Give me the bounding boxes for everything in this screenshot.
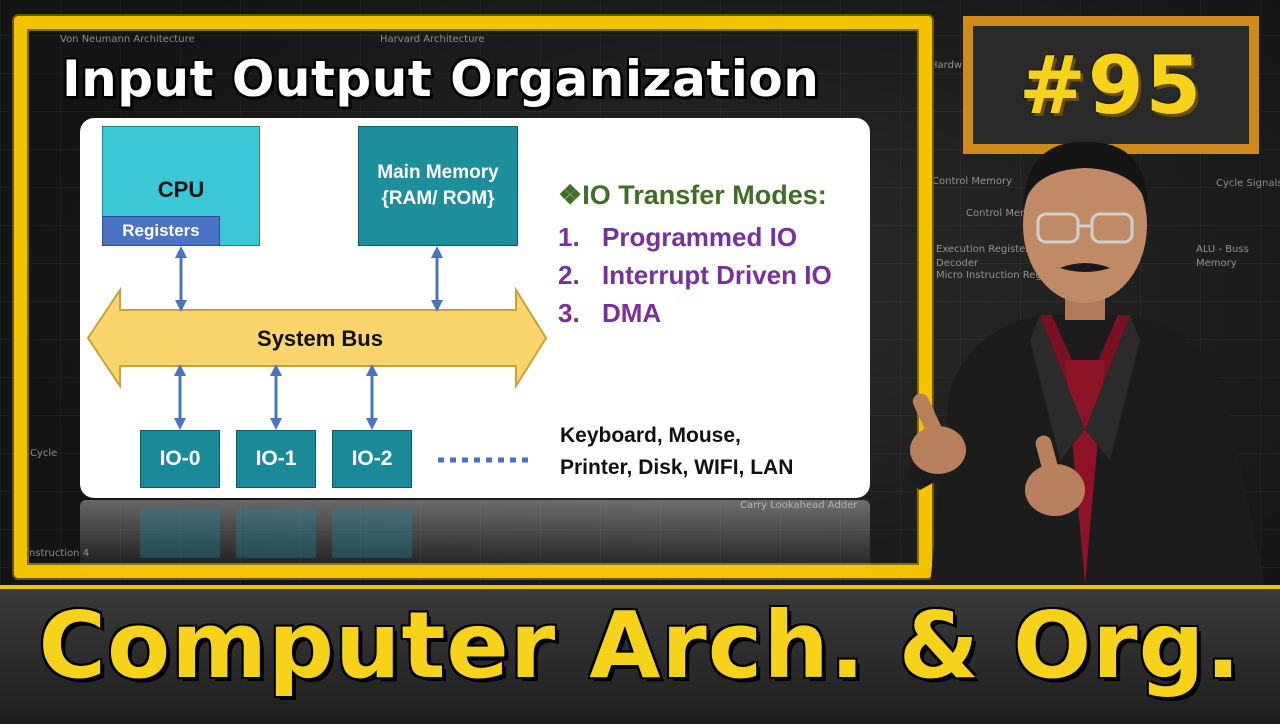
- memory-type-label: {RAM/ ROM}: [381, 188, 495, 209]
- episode-badge: #95: [963, 16, 1259, 154]
- bottom-banner: [0, 585, 1280, 724]
- episode-number: #95: [1018, 38, 1204, 132]
- io-0-label: IO-0: [159, 447, 201, 470]
- io-device-examples: Keyboard, Mouse,: [560, 424, 741, 447]
- io-mode-label: DMA: [602, 298, 662, 328]
- io-mode-label: Interrupt Driven IO: [602, 260, 832, 290]
- series-title: Computer Arch. & Org.: [38, 592, 1242, 699]
- main-memory-box: Main Memory {RAM/ ROM}: [358, 126, 518, 246]
- memory-label: Main Memory: [377, 162, 499, 183]
- io-mode-number: 3.: [558, 298, 580, 328]
- registers-box: Registers: [102, 216, 220, 246]
- io-mode-label: Programmed IO: [602, 222, 798, 252]
- io-mode-number: 1.: [558, 222, 580, 252]
- diagram-card: CPU Registers Main Memory {RAM/ ROM} Sys…: [80, 118, 870, 498]
- io-device-examples: Printer, Disk, WIFI, LAN: [560, 456, 794, 479]
- diagram-connectors: [86, 246, 548, 463]
- cpu-label: CPU: [157, 177, 205, 202]
- system-bus-arrow: [86, 286, 548, 390]
- system-bus-label: System Bus: [257, 326, 383, 351]
- io-2-box: IO-2: [332, 430, 412, 488]
- io-modes-heading: ❖IO Transfer Modes:: [558, 180, 827, 210]
- io-mode-item: 2. Interrupt Driven IO: [558, 260, 832, 291]
- io-0-box: IO-0: [140, 430, 220, 488]
- presenter-figure: [908, 141, 1265, 585]
- page-title: Input Output Organization: [62, 50, 820, 108]
- io-1-box: IO-1: [236, 430, 316, 488]
- registers-label: Registers: [122, 221, 200, 240]
- io-1-label: IO-1: [255, 447, 297, 470]
- card-reflection: [80, 500, 870, 570]
- io-mode-number: 2.: [558, 260, 580, 290]
- io-2-label: IO-2: [351, 447, 393, 470]
- io-mode-item: 3. DMA: [558, 298, 661, 329]
- io-mode-item: 1. Programmed IO: [558, 222, 797, 253]
